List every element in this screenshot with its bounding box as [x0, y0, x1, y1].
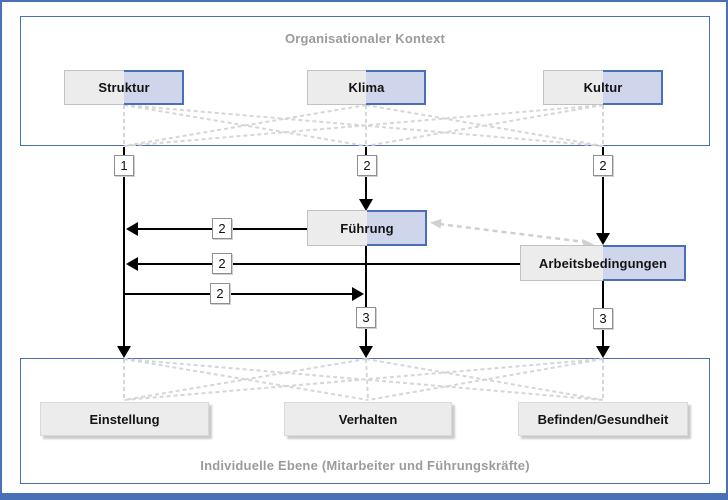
- klima-label: Klima: [348, 80, 385, 95]
- struktur-box-blue-half: [123, 70, 184, 105]
- kultur-box-blue-half: [602, 70, 663, 105]
- verhalten-box: Verhalten: [284, 402, 452, 436]
- arbeitsbedingungen-box: Arbeitsbedingungen: [520, 245, 686, 281]
- fuehrung-box: Führung: [307, 210, 427, 246]
- fuehrung-box-blue-half: [366, 210, 427, 246]
- individual-level-title: Individuelle Ebene (Mitarbeiter und Führ…: [200, 458, 530, 473]
- path-label-2-left-to-fuehrung: 2: [210, 283, 230, 304]
- klima-box: Klima: [307, 70, 426, 105]
- klima-box-blue-half: [366, 70, 426, 105]
- befinden-gesundheit-box: Befinden/Gesundheit: [518, 402, 688, 436]
- arbeitsbedingungen-box-blue-half: [602, 245, 686, 281]
- organizational-context-title: Organisationaler Kontext: [284, 31, 446, 46]
- kultur-box: Kultur: [543, 70, 663, 105]
- struktur-box-gray-half: [64, 70, 124, 105]
- path-label-2-arbeitsbedingungen-left: 2: [212, 253, 232, 274]
- path-label-3-fuehrung-down: 3: [356, 307, 376, 328]
- path-label-3-arbeitsbedingungen-down: 3: [593, 308, 613, 329]
- kultur-box-gray-half: [543, 70, 603, 105]
- klima-box-gray-half: [307, 70, 366, 105]
- arbeitsbedingungen-box-gray-half: [520, 245, 603, 281]
- path-label-2-kultur: 2: [593, 155, 613, 176]
- path-label-1-struktur: 1: [114, 155, 134, 176]
- kultur-label: Kultur: [583, 80, 623, 95]
- fuehrung-label: Führung: [340, 220, 394, 236]
- path-label-2-klima: 2: [357, 155, 377, 176]
- struktur-label: Struktur: [98, 80, 150, 95]
- einstellung-box: Einstellung: [40, 402, 209, 436]
- fuehrung-box-gray-half: [307, 210, 367, 246]
- struktur-box: Struktur: [64, 70, 184, 105]
- path-label-2-fuehrung-left: 2: [212, 218, 232, 239]
- arbeitsbedingungen-label: Arbeitsbedingungen: [538, 255, 668, 271]
